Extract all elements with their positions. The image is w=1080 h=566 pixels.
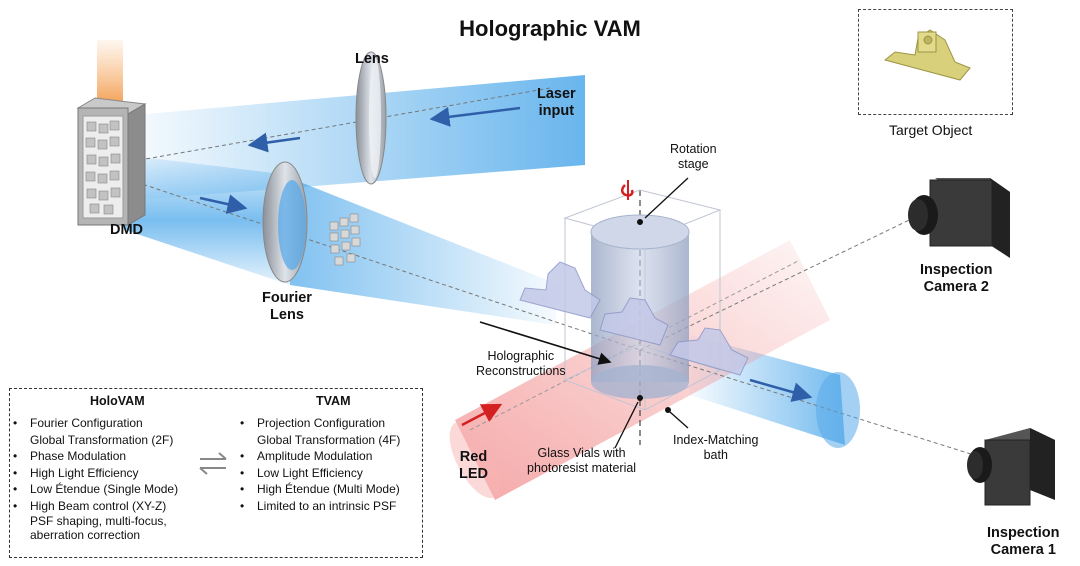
red-led-label: Red LED (459, 449, 488, 483)
tvam-item: Projection Configuration (237, 415, 400, 432)
camera1-line2: Camera 1 (990, 542, 1056, 558)
tvam-item: High Étendue (Multi Mode) (237, 481, 400, 498)
laser-input-label: Laser input (537, 86, 576, 120)
lens-label: Lens (355, 51, 389, 67)
glass-vials-line2: photoresist material (527, 461, 637, 475)
tvam-item: Amplitude Modulation (237, 448, 400, 465)
rotation-icon (621, 184, 634, 197)
camera2-line1: Inspection (920, 262, 993, 278)
bath-pointer-dot (665, 407, 671, 413)
index-matching-line1: Index-Matching (673, 433, 759, 447)
laser-arrow-2 (247, 132, 301, 153)
led-source (449, 421, 501, 499)
holographic-reconstructions-label: Holographic Reconstructions (476, 349, 566, 379)
fourier-lens-spot (278, 180, 306, 270)
camera1-arrow (749, 378, 813, 402)
holovam-item: aberration correction (30, 528, 141, 542)
camera1-line1: Inspection (987, 525, 1060, 541)
index-matching-line2: bath (703, 448, 728, 462)
reconstructions-line1: Holographic (487, 349, 555, 363)
exchange-arrows-icon (199, 452, 227, 475)
holovam-item: High Light Efficiency (10, 465, 178, 482)
fourier-lens-line2: Lens (270, 307, 304, 323)
holovam-item: Low Étendue (Single Mode) (10, 481, 178, 498)
target-object-label: Target Object (889, 122, 973, 138)
camera1-lens-glow (816, 372, 860, 448)
camera1-axis (639, 349, 991, 461)
holovam-list: Fourier Configuration Global Transformat… (10, 415, 178, 542)
holovam-heading: HoloVAM (90, 394, 145, 408)
holovam-item: Global Transformation (2F) (30, 432, 174, 447)
dmd-label: DMD (110, 222, 144, 238)
tvam-item: Low Light Efficiency (237, 465, 400, 482)
camera2-axis (639, 209, 931, 351)
dmd-device (76, 97, 147, 226)
rotation-stage-line2: stage (677, 157, 709, 171)
rotation-stage-label: Rotation stage (670, 142, 717, 172)
dmd-arrow (199, 194, 248, 214)
comparison-panel: HoloVAM Fourier Configuration Global Tra… (9, 388, 423, 558)
tvam-list: Projection Configuration Global Transfor… (237, 415, 400, 514)
laser-axis (139, 87, 551, 161)
tvam-heading: TVAM (316, 394, 351, 408)
reconstructions-line2: Reconstructions (476, 364, 566, 378)
glass-vials-label: Glass Vials with photoresist material (527, 446, 636, 476)
red-led-line1: Red (459, 449, 488, 465)
laser-input-line1: Laser (537, 86, 576, 102)
holographic-reconstructions (519, 261, 749, 376)
vials-leader (614, 401, 639, 449)
holovam-item: Phase Modulation (10, 448, 178, 465)
fourier-axis (129, 179, 641, 351)
index-matching-label: Index-Matching bath (673, 433, 758, 463)
target-object-boat (883, 29, 971, 81)
inspection-camera-1-label: Inspection Camera 1 (987, 525, 1060, 559)
tvam-item: Global Transformation (4F) (257, 432, 401, 447)
target-object-box (858, 9, 1013, 115)
laser-arrow-1 (429, 106, 521, 127)
laser-input-line2: input (538, 103, 575, 119)
led-arrow (461, 403, 503, 427)
rotation-stage-line1: Rotation (670, 142, 717, 156)
inspection-camera-2-label: Inspection Camera 2 (920, 262, 993, 296)
inspection-camera-1 (967, 428, 1055, 506)
rotation-stage-leader (644, 177, 689, 219)
tvam-item: Limited to an intrinsic PSF (237, 498, 400, 515)
lens-highlight (369, 58, 381, 178)
holovam-item: PSF shaping, multi-focus, (30, 514, 167, 528)
inspection-camera-2 (908, 178, 1010, 258)
holovam-item: High Beam control (XY-Z) (10, 498, 178, 515)
fourier-lens-line1: Fourier (262, 290, 312, 306)
holovam-item: Fourier Configuration (10, 415, 178, 432)
rotation-pivot-bottom (637, 395, 643, 401)
bath-leader (669, 411, 689, 429)
diagram-title: Holographic VAM (459, 16, 641, 41)
fourier-beam (290, 178, 560, 325)
hologram-pattern (329, 213, 361, 266)
rotation-pivot-top (637, 219, 643, 225)
fourier-lens-label: Fourier Lens (262, 290, 312, 324)
red-led-line2: LED (459, 466, 488, 482)
dmd-output-beam (125, 155, 290, 285)
glass-vials-line1: Glass Vials with (537, 446, 626, 460)
reconstructions-leader (479, 321, 612, 365)
camera2-line2: Camera 2 (923, 279, 989, 295)
